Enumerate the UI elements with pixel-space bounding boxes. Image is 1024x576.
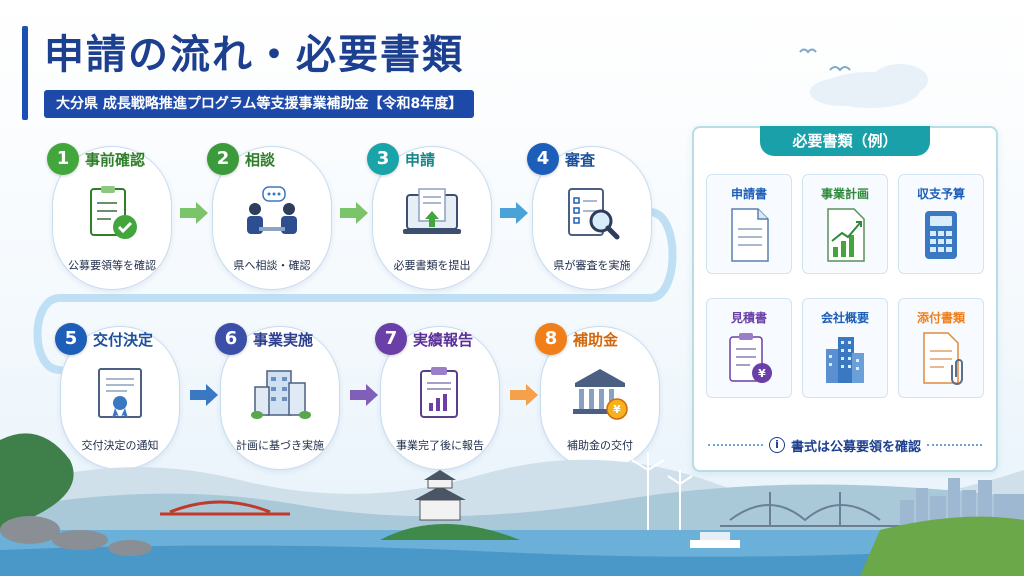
step-5-title: 交付決定 xyxy=(93,330,154,349)
arrow-right-icon xyxy=(190,384,218,406)
step-5-card: 5 交付決定 交付決定の通知 xyxy=(55,323,180,470)
doc-label: 会社概要 xyxy=(820,311,869,325)
checklist-icon xyxy=(90,186,137,239)
docs-note-text: 書式は公募要領を確認 xyxy=(791,439,922,455)
program-subtitle: 大分県 成長戦略推進プログラム等支援事業補助金【令和8年度】 xyxy=(44,90,475,118)
step-2-card: 2 相談 県へ相談・確認 xyxy=(207,143,332,290)
arrow-right-icon xyxy=(510,384,538,406)
sky-decoration xyxy=(799,48,928,108)
paperclip-document-icon xyxy=(923,332,963,385)
consultation-icon xyxy=(247,186,297,234)
calculator-icon xyxy=(925,211,957,259)
ferry-icon xyxy=(690,532,740,548)
info-icon: i xyxy=(769,437,785,453)
arrow-right-icon xyxy=(500,202,528,224)
step-5-header: 5 交付決定 xyxy=(55,323,153,355)
step-6-caption: 計画に基づき実施 xyxy=(236,439,324,452)
step-3-card: 3 申請 必要書類を提出 xyxy=(367,143,492,290)
step-5-number: 5 xyxy=(55,323,87,355)
step-1-header: 1 事前確認 xyxy=(47,143,145,175)
step-1-number: 1 xyxy=(47,143,79,175)
step-3-header: 3 申請 xyxy=(367,143,435,175)
step-7-header: 7 実績報告 xyxy=(375,323,473,355)
page-title: 申請の流れ・必要書類 xyxy=(44,32,464,78)
doc-card-estimate: 見積書 ¥ xyxy=(706,298,792,398)
suspension-bridge-icon xyxy=(720,492,900,527)
doc-card-company-profile: 会社概要 xyxy=(802,298,888,398)
doc-card-business-plan: 事業計画 xyxy=(802,174,888,274)
step-4-header: 4 審査 xyxy=(527,143,595,175)
estimate-clipboard-icon: ¥ xyxy=(729,333,772,383)
city-skyline xyxy=(900,478,1024,530)
step-6-number: 6 xyxy=(215,323,247,355)
step-6-header: 6 事業実施 xyxy=(215,323,313,355)
title-accent-bar xyxy=(22,26,28,120)
step-3-caption: 必要書類を提出 xyxy=(393,259,471,272)
step-6-title: 事業実施 xyxy=(253,330,314,349)
step-7-title: 実績報告 xyxy=(413,330,474,349)
doc-label: 申請書 xyxy=(730,187,767,201)
cloud-icon xyxy=(810,64,928,108)
dotted-divider xyxy=(927,444,983,446)
certificate-icon xyxy=(98,368,142,419)
step-8-number: 8 xyxy=(535,323,567,355)
wind-turbine-icon xyxy=(631,452,693,530)
step-2-number: 2 xyxy=(207,143,239,175)
castle-icon xyxy=(380,470,520,540)
step-8-header: 8 補助金 xyxy=(535,323,618,355)
step-7-card: 7 実績報告 事業完了後に報告 xyxy=(375,323,500,470)
doc-card-budget: 収支予算 xyxy=(898,174,984,274)
report-clipboard-icon xyxy=(420,367,458,418)
step-7-number: 7 xyxy=(375,323,407,355)
step-8-title: 補助金 xyxy=(573,330,619,349)
company-building-icon xyxy=(826,337,864,383)
step-1-title: 事前確認 xyxy=(85,150,146,169)
bird-icon xyxy=(799,48,851,72)
step-2-title: 相談 xyxy=(245,150,276,169)
doc-label: 事業計画 xyxy=(820,187,869,201)
office-building-icon xyxy=(251,370,311,419)
arrow-right-icon xyxy=(350,384,378,406)
doc-card-attachments: 添付書類 xyxy=(898,298,984,398)
step-4-card: 4 審査 県が審査を実施 xyxy=(527,143,652,290)
docs-note: i 書式は公募要領を確認 xyxy=(708,434,983,456)
step-8-caption: 補助金の交付 xyxy=(567,439,633,452)
bank-icon: ¥ xyxy=(573,369,628,420)
rock-cluster xyxy=(0,516,152,556)
doc-label: 収支予算 xyxy=(916,187,965,201)
arrow-right-icon xyxy=(340,202,368,224)
document-icon xyxy=(731,208,769,262)
step-3-number: 3 xyxy=(367,143,399,175)
step-1-caption: 公募要領等を確認 xyxy=(68,259,156,272)
upload-document-icon xyxy=(403,188,461,234)
bridge-icon xyxy=(160,500,290,516)
step-4-title: 審査 xyxy=(565,150,596,169)
growth-chart-icon xyxy=(827,208,865,262)
step-2-header: 2 相談 xyxy=(207,143,275,175)
required-documents-panel: 必要書類（例） 申請書 事業計画 収支予算 xyxy=(692,126,998,472)
step-5-caption: 交付決定の通知 xyxy=(81,439,159,452)
step-8-card: 8 補助金 ¥ 補助金の交付 xyxy=(535,323,660,470)
dotted-divider xyxy=(708,444,763,446)
doc-label: 添付書類 xyxy=(916,311,965,325)
doc-card-application: 申請書 xyxy=(706,174,792,274)
step-4-caption: 県が審査を実施 xyxy=(553,259,631,272)
magnifier-checklist-icon xyxy=(568,188,620,240)
arrow-right-icon xyxy=(180,202,208,224)
svg-text:¥: ¥ xyxy=(613,403,621,416)
svg-text:¥: ¥ xyxy=(758,367,766,380)
step-4-number: 4 xyxy=(527,143,559,175)
docs-panel-header: 必要書類（例） xyxy=(760,126,930,156)
step-7-caption: 事業完了後に報告 xyxy=(396,439,484,452)
step-1-card: 1 事前確認 公募要領等を確認 xyxy=(47,143,172,290)
step-3-title: 申請 xyxy=(405,150,436,169)
doc-label: 見積書 xyxy=(730,311,767,325)
step-2-caption: 県へ相談・確認 xyxy=(233,259,311,272)
step-6-card: 6 事業実施 計画に基づき実施 xyxy=(215,323,340,470)
